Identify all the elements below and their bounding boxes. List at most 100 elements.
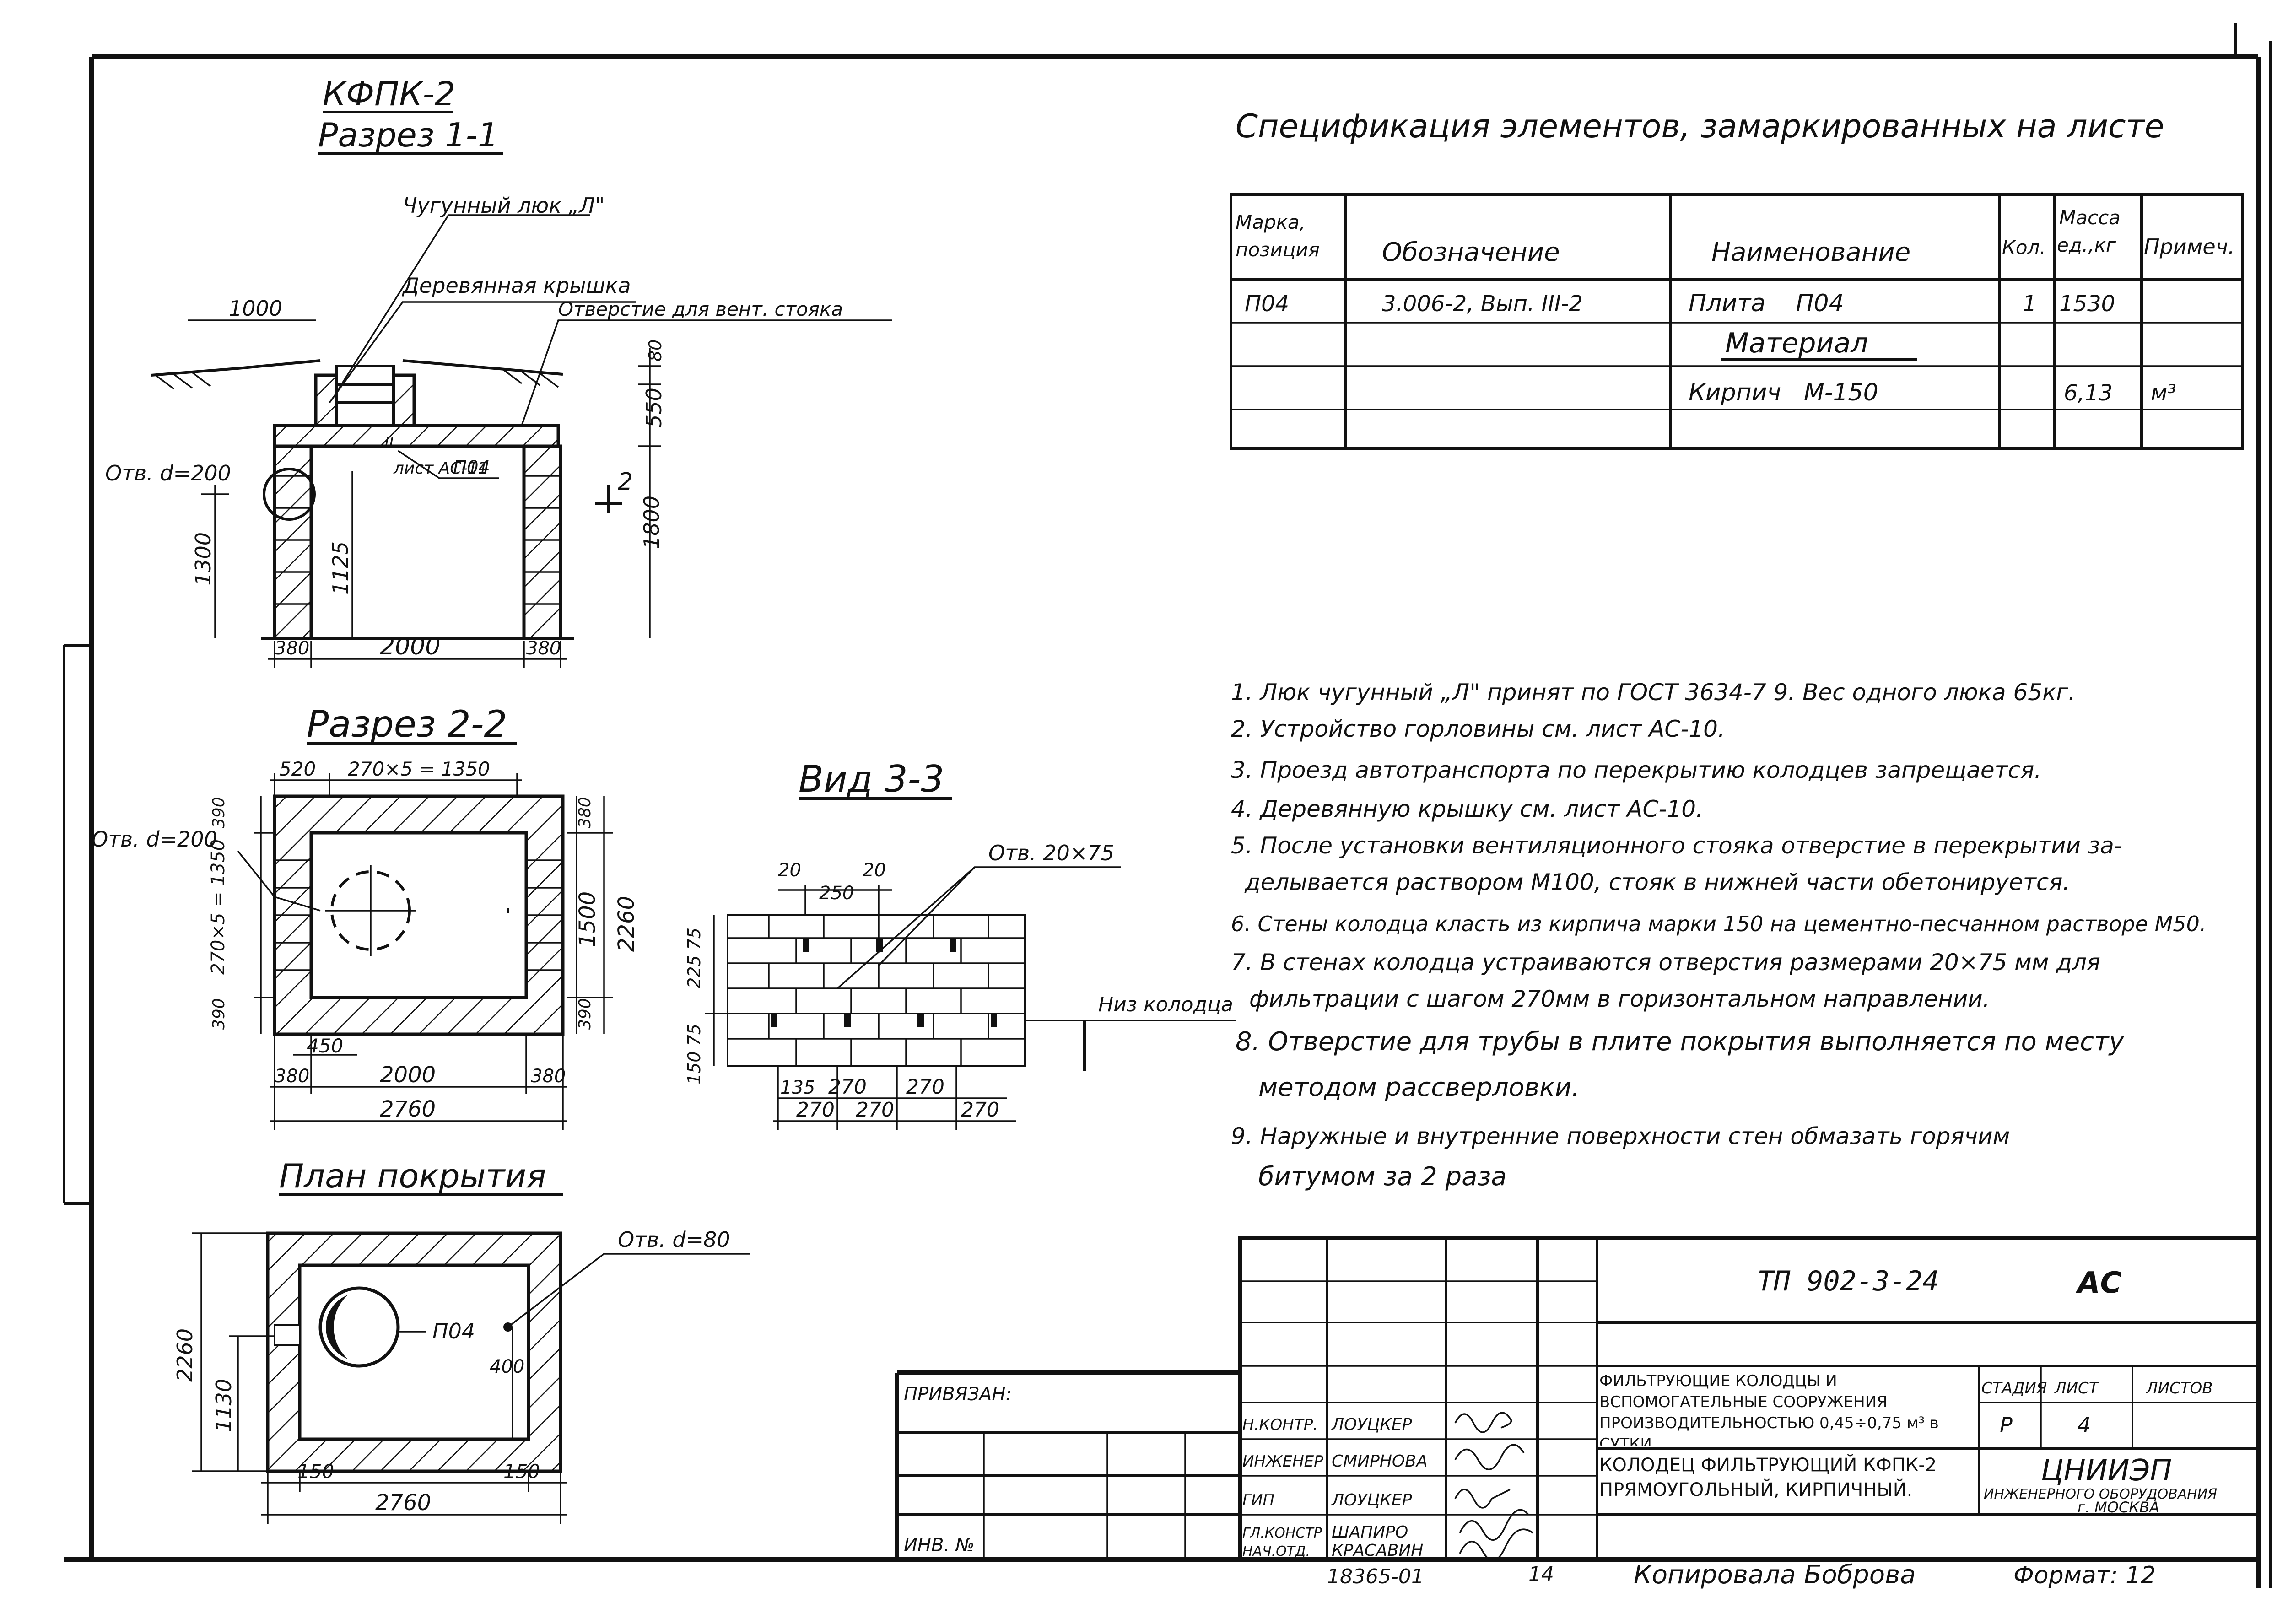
dim-2260: 2260 (614, 896, 639, 952)
spec-title: Спецификация элементов, замаркированных … (1236, 108, 2164, 145)
note-8a: 8. Отверстие для трубы в плите покрытия … (1236, 1027, 2125, 1057)
dim-520: 520 (279, 758, 316, 780)
section2-labels: 520 270×5 = 1350 Отв. d=200 270×5 = 1350… (92, 758, 639, 1122)
tb-sheets-label: ЛИСТОВ (2145, 1379, 2213, 1397)
dim-400: 400 (490, 1356, 524, 1377)
tb-section: АС (2075, 1266, 2122, 1300)
dim-1300: 1300 (191, 532, 216, 586)
note-9a: 9. Наружные и внутренние поверхности сте… (1231, 1123, 2010, 1149)
dim-80: 80 (645, 340, 665, 361)
label-hole-d200: Отв. d=200 (105, 461, 231, 486)
footer-format: Формат: 12 (2013, 1562, 2156, 1589)
spec-row-1-qty: 1 (2023, 291, 2037, 317)
dim-150-b: 150 (503, 1460, 540, 1483)
label-hole-d80: Отв. d=80 (618, 1227, 730, 1252)
label-plate-p04: П04 (453, 457, 490, 478)
section2-title: Разрез 2-2 (307, 703, 507, 745)
dim-1000: 1000 (229, 296, 282, 321)
tb-binding: ПРИВЯЗАН: (904, 1384, 1012, 1405)
view3-labels: 20 20 250 Отв. 20×75 225 75 150 75 Низ к… (684, 841, 1233, 1122)
dim-390-left-top: 390 (210, 797, 228, 828)
spec-header-mark: Марка,позиция (1236, 211, 1320, 261)
tb-name-5: КРАСАВИН (1332, 1541, 1423, 1560)
tb-name-1: ЛОУЦКЕР (1331, 1415, 1412, 1434)
dim-270-e: 270 (961, 1098, 999, 1122)
spec-row-1-mass: 1530 (2059, 291, 2115, 317)
spec-row-3-name: Кирпич М-150 (1689, 379, 1878, 406)
plan-drawing (192, 1231, 750, 1524)
tb-sheet-title: КОЛОДЕЦ ФИЛЬТРУЮЩИЙ КФПК-2 ПРЯМОУГОЛЬНЫЙ… (1599, 1455, 1937, 1500)
view3-title: Вид 3-3 (799, 758, 944, 800)
spec-row-1-mark: П04 (1245, 291, 1289, 317)
spec-row-3-note: м³ (2151, 380, 2176, 406)
tb-role-3: ГИП (1242, 1491, 1274, 1510)
plan-title: План покрытия (279, 1157, 546, 1195)
dim-left-225-75: 225 75 (684, 928, 704, 988)
dim-270-d: 270 (856, 1098, 894, 1122)
tb-code: ТП 902-3-24 (1757, 1265, 1939, 1297)
tb-org: ЦНИИЭП (2041, 1454, 2172, 1488)
label-sheet-ac11: лист АС-11 (393, 459, 488, 478)
note-1: 1. Люк чугунный „Л" принят по ГОСТ 3634-… (1231, 679, 2075, 706)
note-8b: методом рассверловки. (1258, 1073, 1580, 1102)
dim-380-right-top: 380 (576, 797, 594, 828)
dim-550: 550 (642, 388, 666, 428)
dim-250: 250 (819, 883, 854, 904)
tb-role-5: НАЧ.ОТД. (1242, 1543, 1310, 1559)
dim-2760-plan: 2760 (375, 1490, 431, 1516)
dim-390-left-bottom: 390 (210, 998, 228, 1030)
tb-name-4: ШАПИРО (1332, 1523, 1408, 1542)
tb-role-4: ГЛ.КОНСТР (1242, 1525, 1322, 1541)
footer-num: 14 (1528, 1563, 1554, 1586)
dim-1125: 1125 (328, 541, 353, 595)
note-9b: битумом за 2 раза (1258, 1162, 1507, 1192)
note-5a: 5. После установки вентиляционного стояк… (1231, 832, 2122, 859)
drawing-title: КФПК-2 (323, 75, 455, 113)
dim-1500: 1500 (575, 891, 600, 947)
label-node-2: II (384, 434, 394, 453)
tb-role-2: ИНЖЕНЕР (1242, 1452, 1323, 1471)
notes: 1. Люк чугунный „Л" принят по ГОСТ 3634-… (1231, 679, 2207, 1192)
dim-20-a: 20 (778, 860, 801, 881)
dim-270-b: 270 (906, 1075, 944, 1099)
dim-450: 450 (307, 1035, 343, 1057)
dim-2260-plan: 2260 (173, 1328, 197, 1382)
note-7b: фильтрации с шагом 270мм в горизонтально… (1249, 986, 1990, 1012)
spec-table: Спецификация элементов, замаркированных … (1230, 108, 2244, 450)
label-cast-iron-hatch: Чугунный люк „Л" (403, 193, 604, 218)
dim-1130: 1130 (211, 1379, 236, 1432)
dim-270x5-top: 270×5 = 1350 (348, 758, 490, 780)
tb-role-1: Н.КОНТР. (1242, 1416, 1318, 1434)
spec-row-1-name: Плита П04 (1689, 290, 1844, 317)
tb-org-sub: ИНЖЕНЕРНОГО ОБОРУДОВАНИЯ (1984, 1486, 2217, 1502)
tb-stage: Р (2000, 1413, 2013, 1437)
section2-drawing (237, 773, 613, 1130)
drawing-titles: КФПК-2 Разрез 1-1 Разрез 2-2 Вид 3-3 Пла… (279, 75, 952, 1196)
label-hole-20x75: Отв. 20×75 (988, 841, 1114, 865)
section1-labels: Чугунный люк „Л" Деревянная крышка Отвер… (105, 193, 843, 660)
label-cut-2: 2 (618, 468, 633, 496)
spec-header-name: Наименование (1711, 237, 1910, 267)
tb-name-3: ЛОУЦКЕР (1331, 1491, 1412, 1510)
tb-inv: ИНВ. № (904, 1535, 974, 1556)
tb-name-2: СМИРНОВА (1332, 1452, 1428, 1471)
note-3: 3. Проезд автотранспорта по перекрытию к… (1231, 757, 2041, 783)
view3-drawing (705, 866, 1236, 1130)
dim-390-right-bottom: 390 (576, 998, 594, 1030)
dim-270x5-left: 270×5 = 1350 (208, 839, 229, 975)
plan-labels: Отв. d=80 П04 2260 1130 400 150 150 2760 (173, 1227, 730, 1516)
dim-2000-2: 2000 (380, 1062, 436, 1088)
dim-2760: 2760 (380, 1096, 436, 1122)
tb-sheet: 4 (2078, 1413, 2091, 1437)
footer-copied: Копировала Боброва (1634, 1560, 1916, 1590)
footer-stamp: 18365-01 (1327, 1565, 1424, 1588)
label-hole-d200-2: Отв. d=200 (92, 827, 217, 852)
dim-left-150-75: 150 75 (684, 1024, 704, 1084)
dim-380-a: 380 (275, 1066, 309, 1087)
footer: 18365-01 14 Копировала Боброва Формат: 1… (1327, 1560, 2156, 1590)
dim-135: 135 (780, 1077, 815, 1098)
dim-270-a: 270 (828, 1075, 867, 1099)
tb-project-title: ФИЛЬТРУЮЩИЕ КОЛОДЦЫ И ВСПОМОГАТЕЛЬНЫЕ СО… (1599, 1372, 1939, 1446)
label-wooden-cover: Деревянная крышка (402, 273, 631, 298)
